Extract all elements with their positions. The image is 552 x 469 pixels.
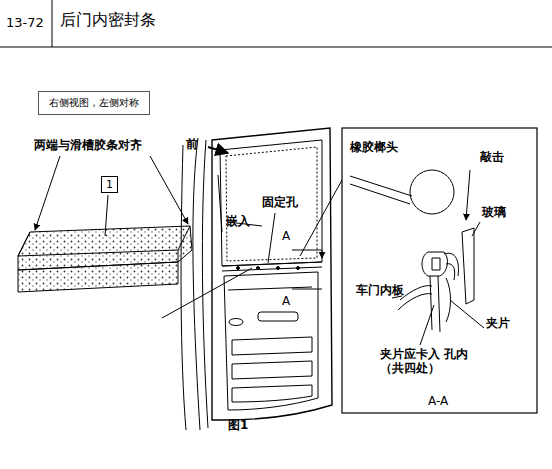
part-label: 玻璃 — [482, 205, 506, 219]
figure-label: 图1 — [228, 418, 248, 432]
node-text: 1 — [106, 178, 113, 191]
section-mark: A — [282, 294, 290, 308]
part-label: 夹片 — [486, 316, 510, 330]
part-label: 固定孔 — [262, 195, 298, 209]
page-title: 后门内密封条 — [60, 10, 156, 31]
direction-label: 前 — [186, 137, 198, 151]
node-text: 右侧视图，左侧对称 — [49, 96, 139, 110]
note-label: 夹片应卡入 孔内（共四处） — [380, 347, 484, 376]
view-note-box: 右侧视图，左侧对称 — [38, 91, 150, 115]
action-label: 敲击 — [480, 150, 504, 164]
section-mark: A — [282, 229, 290, 243]
section-label: A-A — [428, 394, 448, 408]
part-label: 嵌入 — [226, 214, 250, 228]
note-label: 两端与滑槽胶条对齐 — [34, 138, 142, 152]
part-label: 车门内板 — [356, 283, 404, 297]
callout-number: 1 — [101, 176, 118, 193]
page-number: 13-72 — [6, 15, 44, 31]
part-label: 橡胶榔头 — [350, 140, 398, 154]
